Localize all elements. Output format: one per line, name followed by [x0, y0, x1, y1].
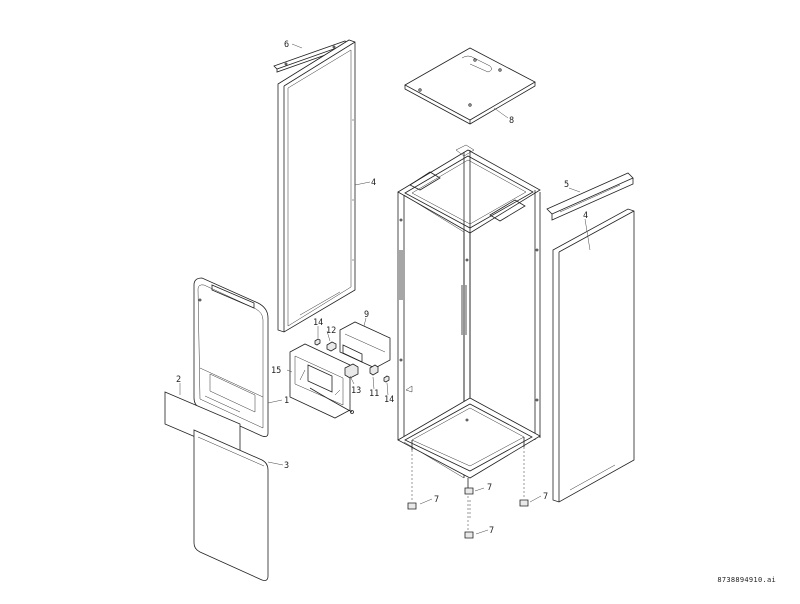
foot-center-upper [464, 487, 474, 495]
callout-7-center-lower: 7 [489, 526, 494, 536]
foot-center-lower [464, 531, 474, 539]
part-9-display-module [339, 321, 391, 369]
leader-lines [179, 43, 591, 535]
main-frame [397, 144, 541, 488]
callout-9: 9 [364, 310, 369, 320]
callout-7-left: 7 [434, 495, 439, 505]
part-8-top-cover [404, 47, 536, 125]
callout-7-right: 7 [543, 492, 548, 502]
callout-labels: 6 8 4 5 4 1 2 3 15 9 14 12 13 11 14 7 7 … [176, 40, 588, 536]
part-11-fuse [369, 364, 379, 376]
callout-2: 2 [176, 375, 181, 385]
callout-14-b: 14 [384, 395, 394, 405]
part-1-front-upper-panel [193, 277, 269, 437]
callout-12: 12 [326, 326, 336, 336]
part-14-clip-a [314, 338, 321, 346]
part-5-right-trim [546, 172, 634, 221]
foot-left [407, 502, 417, 510]
part-7-feet [407, 447, 529, 539]
callout-14-a: 14 [313, 318, 323, 328]
small-parts [314, 338, 390, 383]
callout-13: 13 [351, 386, 361, 396]
part-4-left-panel [277, 39, 356, 333]
callout-5: 5 [564, 180, 569, 190]
callout-8: 8 [509, 116, 514, 126]
part-12-sensor [326, 341, 337, 352]
part-4-right-panel [552, 208, 635, 503]
part-3-front-lower-panel [193, 429, 269, 581]
callout-4-right: 4 [583, 211, 588, 221]
callout-1: 1 [284, 396, 289, 406]
foot-right [519, 499, 529, 507]
callout-11: 11 [369, 389, 379, 399]
part-14-clip-b [383, 375, 390, 383]
callout-3: 3 [284, 461, 289, 471]
callout-7-center-upper: 7 [487, 483, 492, 493]
callout-4-left: 4 [371, 178, 376, 188]
part-13-connector [344, 363, 359, 379]
drawing-reference-number: 8738894910.ai [717, 576, 776, 584]
part-15-control-bracket [289, 343, 354, 419]
callout-15: 15 [271, 366, 281, 376]
callout-6: 6 [284, 40, 289, 50]
